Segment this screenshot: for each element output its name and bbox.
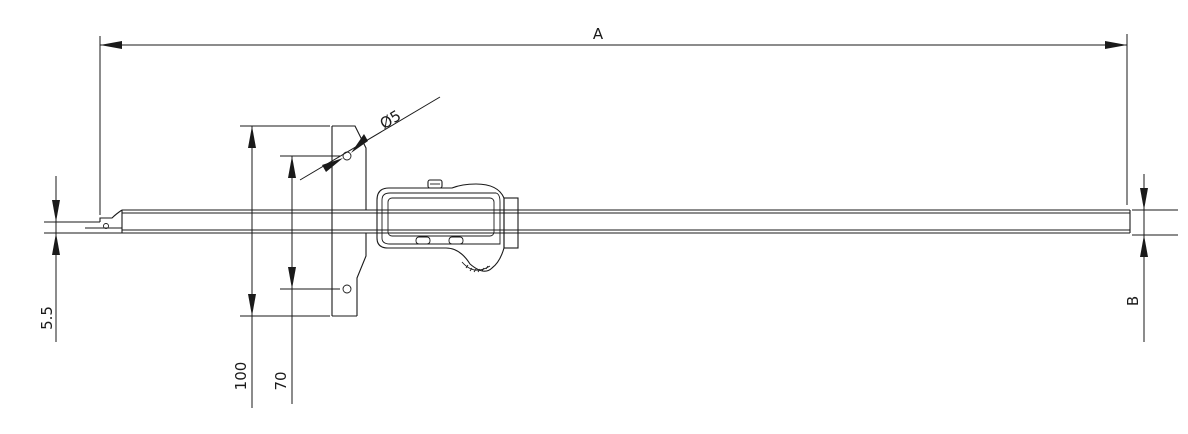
button-left: [415, 236, 431, 245]
dimension-b: B: [1124, 174, 1178, 342]
lock-knob: [427, 179, 443, 189]
slider-end-block: [503, 197, 519, 249]
mounting-hole-bottom: [342, 284, 352, 294]
depth-base: [331, 125, 367, 317]
dimension-hole-spacing: 70: [272, 155, 340, 404]
lcd-display: [387, 197, 495, 237]
dimension-b-label: B: [1124, 296, 1142, 306]
dimension-hole-spacing-label: 70: [272, 371, 290, 390]
dimension-hole-diameter-label: Ø5: [377, 106, 405, 132]
button-right: [448, 236, 464, 245]
dimension-hole-diameter: Ø5: [299, 96, 441, 181]
dimension-base-length: 100: [232, 125, 330, 408]
dimension-tip-offset-label: 5.5: [38, 306, 56, 330]
digital-readout-body: [376, 179, 505, 273]
caliper-beam: [85, 209, 1131, 234]
dimension-a: A: [99, 25, 1128, 215]
dimension-tip-offset: 5.5: [38, 176, 100, 342]
dimension-a-label: A: [593, 25, 604, 43]
mounting-hole-top: [342, 151, 352, 161]
dimension-base-length-label: 100: [232, 362, 250, 391]
